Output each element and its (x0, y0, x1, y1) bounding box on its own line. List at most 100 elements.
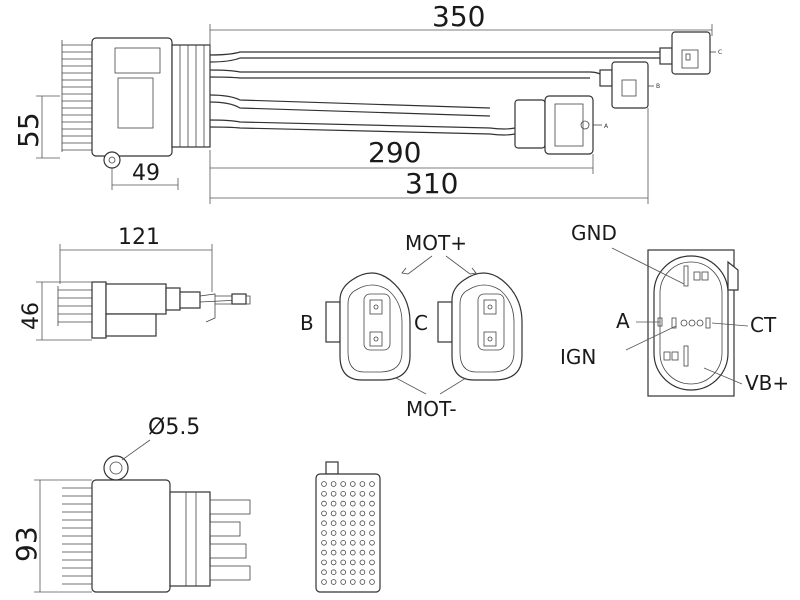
dimension-49: 49 (111, 161, 179, 190)
dim-49-text: 49 (132, 161, 160, 186)
grid-hole (349, 510, 356, 517)
heatsink-grid-view (315, 461, 381, 593)
dimension-290: 290 (210, 136, 594, 174)
pin-ign-label: IGN (560, 345, 596, 369)
grid-hole (321, 549, 327, 556)
dim-93-text: 93 (10, 526, 43, 562)
front-heatsink-fins (62, 487, 92, 585)
grid-hole (330, 510, 337, 517)
mount-lug (103, 151, 121, 169)
grid-hole (369, 559, 375, 566)
dim-290-text: 290 (368, 136, 421, 169)
grid-hole (349, 481, 356, 487)
grid-hole (359, 549, 366, 556)
mot-minus-label: MOT- (406, 397, 457, 421)
grid-hole (349, 539, 356, 546)
hole-diameter-label: Ø5.5 (148, 415, 200, 440)
grid-hole (321, 530, 327, 536)
tag-c: C (718, 49, 722, 56)
grid-hole (369, 490, 375, 497)
grid-hole (349, 490, 356, 497)
harness-connector-a: A (514, 95, 609, 155)
grid-hole (330, 539, 337, 546)
mot-plus-label: MOT+ (405, 231, 467, 255)
grid-hole (349, 569, 356, 575)
harness-connector-c: C (659, 31, 722, 75)
control-connector-body (653, 255, 729, 391)
grid-hole (359, 530, 366, 536)
grid-hole (340, 510, 347, 517)
dimension-310: 310 (209, 108, 649, 204)
grid-hole (321, 559, 327, 566)
grid-hole (340, 481, 347, 487)
dim-310-text: 310 (405, 167, 458, 200)
grid-hole (340, 569, 347, 575)
front-mount-lug (103, 455, 129, 481)
harness-connector-b: B (599, 61, 660, 109)
dimension-55: 55 (12, 95, 60, 159)
grid-hole (321, 569, 327, 575)
dim-121-text: 121 (118, 225, 160, 250)
dim-350-text: 350 (432, 0, 485, 33)
motor-connector-c: C (414, 272, 523, 381)
grid-hole (369, 510, 375, 517)
motor-connector-b-label: B (300, 311, 314, 335)
grid-hole (330, 569, 337, 575)
grid-hole (321, 500, 327, 507)
dim-46-text: 46 (19, 302, 44, 330)
tag-a: A (604, 123, 609, 130)
dim-55-text: 55 (12, 112, 45, 148)
grid-hole (359, 481, 366, 487)
grid-hole (369, 500, 375, 507)
grid-hole (359, 579, 366, 585)
grid-hole (330, 559, 337, 566)
housing-window (114, 47, 161, 74)
pin-ct-label: CT (750, 313, 777, 337)
side-housing-lower (105, 313, 157, 337)
motor-connector-c-label: C (414, 311, 428, 335)
wire-harness (209, 51, 673, 136)
pin-gnd-label: GND (571, 221, 617, 245)
grid-hole (340, 520, 347, 526)
grid-view-tab (325, 461, 339, 475)
grid-hole (369, 520, 375, 526)
motor-connectors-view: MOT+ B C M (300, 231, 523, 421)
grid-hole (340, 579, 347, 585)
motor-connector-b: B (300, 272, 411, 381)
side-housing-body (105, 283, 167, 315)
control-connector-view: GND A CT IGN VB+ (560, 221, 789, 397)
dimension-350: 350 (209, 0, 713, 50)
grid-hole (321, 481, 327, 487)
grid-hole (349, 520, 356, 526)
grid-hole (330, 530, 337, 536)
grid-hole (369, 549, 375, 556)
front-view: Ø5.5 93 (10, 415, 251, 593)
grid-hole (321, 520, 327, 526)
grid-hole (369, 481, 375, 487)
grid-hole (369, 539, 375, 546)
grid-hole (330, 490, 337, 497)
grid-hole (340, 490, 347, 497)
grid-hole (359, 520, 366, 526)
heatsink-fins (61, 40, 92, 152)
grid-hole (369, 579, 375, 585)
grid-hole (330, 520, 337, 526)
grid-hole (321, 510, 327, 517)
grid-hole (330, 500, 337, 507)
pin-vbplus-label: VB+ (745, 371, 789, 395)
grid-hole (340, 549, 347, 556)
grid-hole (340, 500, 347, 507)
grid-hole (359, 500, 366, 507)
grid-hole (330, 579, 337, 585)
grid-view-body (315, 473, 381, 593)
grid-hole (359, 559, 366, 566)
grid-hole (340, 539, 347, 546)
grid-hole (359, 490, 366, 497)
grid-hole (349, 579, 356, 585)
grid-hole (349, 530, 356, 536)
grid-hole (359, 510, 366, 517)
front-housing (91, 479, 171, 593)
grid-hole (359, 569, 366, 575)
grid-hole (321, 579, 327, 585)
